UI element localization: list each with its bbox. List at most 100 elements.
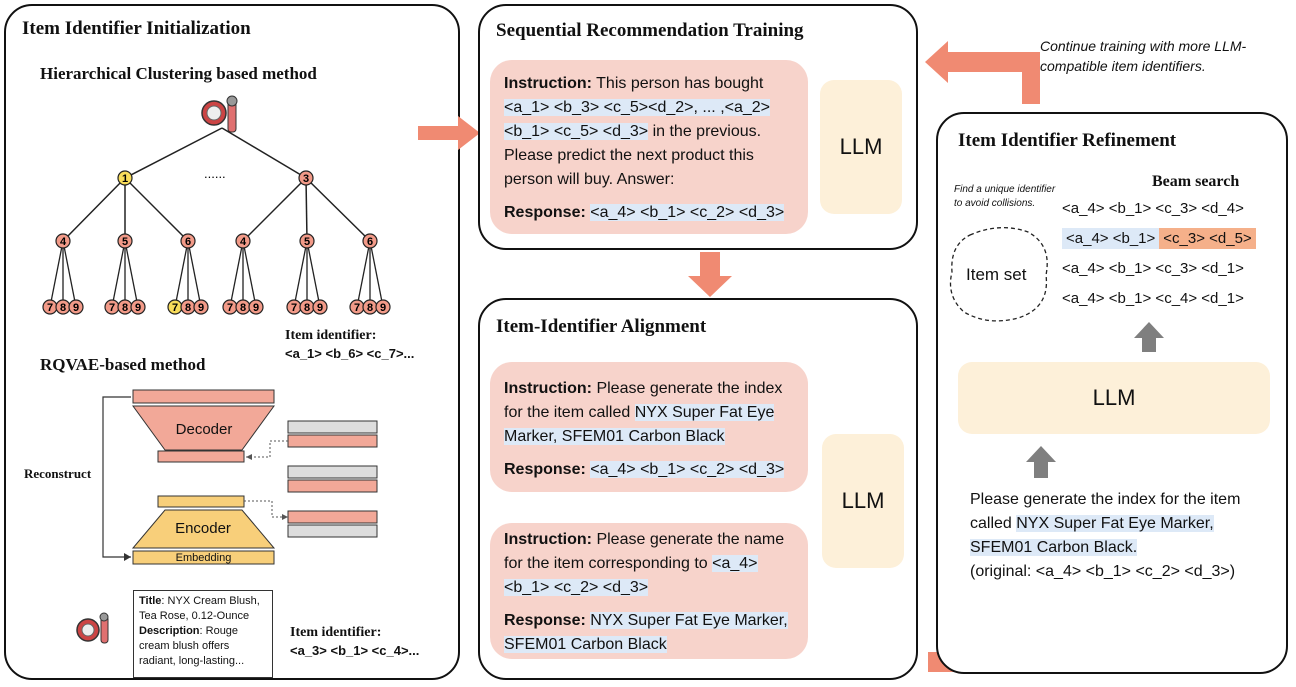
beam-row: <a_4> <b_1> <c_3> <d_1>	[1062, 260, 1244, 277]
item-set-blob	[949, 227, 1048, 322]
refinement-item-name-1: NYX Super Fat Eye Marker,	[1016, 515, 1214, 532]
alignment2-ids-2: <b_1> <c_2> <d_3>	[504, 579, 649, 596]
cluster-node-l3: 9	[380, 302, 386, 314]
alignment1-instruction-label: Instruction:	[504, 380, 592, 397]
cluster-node-l2-circle	[362, 233, 378, 249]
cluster-node-l2: 5	[304, 236, 310, 248]
arrow-refinement-to-training	[925, 41, 1040, 104]
cluster-node-l1: 1	[122, 173, 128, 185]
cluster-node-l2-circle	[55, 233, 71, 249]
product-card: Title: NYX Cream Blush, Tea Rose, 0.12-O…	[133, 590, 273, 678]
alignment1-response-value: <a_4> <b_1> <c_2> <d_3>	[590, 461, 785, 478]
hierarchical-subtitle: Hierarchical Clustering based method	[40, 64, 317, 83]
rqvae-id-value: <a_3> <b_1> <c_4>...	[290, 643, 420, 658]
cluster-node-l2-circle	[299, 233, 315, 249]
training-llm: LLM	[820, 80, 902, 214]
alignment1-response-label: Response:	[504, 461, 586, 478]
arrow-training-to-alignment	[688, 252, 732, 297]
arrow-init-to-training	[418, 116, 480, 150]
cluster-node-l3: 8	[122, 302, 128, 314]
beam-candidate: <a_4> <b_1> <c_4> <d_1>	[1062, 290, 1244, 307]
product-desc-value: : Rouge cream blush offers radiant, long…	[139, 625, 245, 667]
encoder-label: Encoder	[175, 520, 231, 537]
product-desc-label: Description	[139, 625, 200, 637]
alignment-llm: LLM	[822, 434, 904, 568]
cluster-node-l3: 7	[227, 302, 233, 314]
cluster-node-l3: 9	[198, 302, 204, 314]
training-instruction-box: Instruction: This person has bought <a_1…	[490, 60, 808, 234]
cluster-node-l3-circle	[312, 299, 328, 315]
embedding-label: Embedding	[175, 552, 232, 564]
cluster-node-l2-circle	[117, 233, 133, 249]
cluster-node-l2-circle	[235, 233, 251, 249]
training-instruction-text-1: This person has bought	[592, 75, 764, 92]
alignment1-instruction-text: Please generate the index for the item c…	[504, 380, 783, 421]
cluster-node-l3-circle	[248, 299, 264, 315]
cluster-node-l3-circle	[68, 299, 84, 315]
lipstick-icon	[201, 95, 238, 133]
cluster-node-l2: 6	[367, 236, 373, 248]
beam-candidate: <a_4> <b_1> <c_3> <d_1>	[1062, 260, 1244, 277]
rqvae-subtitle: RQVAE-based method	[40, 355, 206, 374]
training-history-ids-1: <a_1> <b_3> <c_5><d_2>, ... ,<a_2>	[504, 99, 771, 116]
alignment2-ids-1: <a_4>	[712, 555, 758, 572]
rqvae-id-label: Item identifier:	[290, 625, 382, 640]
cluster-node-l3: 8	[185, 302, 191, 314]
cluster-node-l3: 7	[172, 302, 178, 314]
beam-row-selected: <a_4> <b_1><c_3> <d_5>	[1062, 228, 1256, 249]
alignment-title: Item-Identifier Alignment	[496, 316, 707, 337]
alignment2-instruction-label: Instruction:	[504, 531, 592, 548]
product-lipstick-icon	[76, 612, 109, 644]
tree-ellipsis: ......	[204, 166, 226, 181]
beam-search-title: Beam search	[1152, 173, 1240, 190]
continue-training-note: Continue training with more LLM-compatib…	[1040, 38, 1247, 74]
alignment2-response-label: Response:	[504, 612, 586, 629]
cluster-node-l3-circle	[193, 299, 209, 315]
cluster-node-l1-circle	[117, 170, 133, 186]
beam-candidate-unique-suffix: <c_3> <d_5>	[1159, 228, 1256, 249]
cluster-node-l2-circle	[180, 233, 196, 249]
decoder-label: Decoder	[175, 421, 233, 438]
product-title-value: : NYX Cream Blush, Tea Rose, 0.12-Ounce	[139, 595, 260, 622]
collision-note: Find a unique identifier to avoid collis…	[954, 184, 1056, 209]
beam-candidate-prefix: <a_4> <b_1>	[1062, 228, 1160, 249]
cluster-node-l3: 7	[354, 302, 360, 314]
reconstruct-label: Reconstruct	[24, 466, 92, 481]
up-arrow-to-llm	[1026, 446, 1056, 478]
hierarchical-id-label: Item identifier:	[285, 328, 377, 343]
training-instruction-label: Instruction:	[504, 75, 592, 92]
cluster-node-l3: 9	[135, 302, 141, 314]
cluster-node-l3: 8	[367, 302, 373, 314]
cluster-node-l1: 3	[303, 173, 309, 185]
cluster-node-l3: 7	[109, 302, 115, 314]
cluster-node-l1-circle	[298, 170, 314, 186]
cluster-node-l3-circle	[375, 299, 391, 315]
refinement-original-id: (original: <a_4> <b_1> <c_2> <d_3>)	[970, 563, 1236, 580]
cluster-node-l3: 7	[47, 302, 53, 314]
item-set-label: Item set	[966, 265, 1027, 284]
beam-row: <a_4> <b_1> <c_4> <d_1>	[1062, 290, 1244, 307]
cluster-node-l2: 4	[60, 236, 67, 248]
hierarchical-id-value: <a_1> <b_6> <c_7>...	[285, 346, 415, 361]
cluster-node-l3: 7	[291, 302, 297, 314]
cluster-node-l2: 4	[240, 236, 247, 248]
beam-candidate: <a_4> <b_1> <c_3> <d_4>	[1062, 200, 1244, 217]
cluster-node-l3: 9	[73, 302, 79, 314]
cluster-node-l3-circle	[130, 299, 146, 315]
training-instruction-text-2: in the previous. Please predict the next…	[504, 123, 762, 188]
beam-row: <a_4> <b_1> <c_3> <d_4>	[1062, 200, 1244, 217]
cluster-node-l3: 8	[240, 302, 246, 314]
alignment2-instruction-text: Please generate the name for the item co…	[504, 531, 785, 572]
alignment-box-name: Instruction: Please generate the name fo…	[490, 523, 808, 659]
training-title: Sequential Recommendation Training	[496, 20, 804, 41]
cluster-node-l2: 6	[185, 236, 191, 248]
product-title-label: Title	[139, 595, 162, 607]
refinement-prompt: Please generate the index for the item c…	[970, 488, 1280, 584]
up-arrow-to-beam	[1134, 322, 1164, 352]
refinement-llm: LLM	[958, 362, 1270, 434]
training-response-label: Response:	[504, 204, 586, 221]
alignment-box-index: Instruction: Please generate the index f…	[490, 362, 808, 492]
training-history-ids-2: <b_1> <c_5> <d_3>	[504, 123, 649, 140]
